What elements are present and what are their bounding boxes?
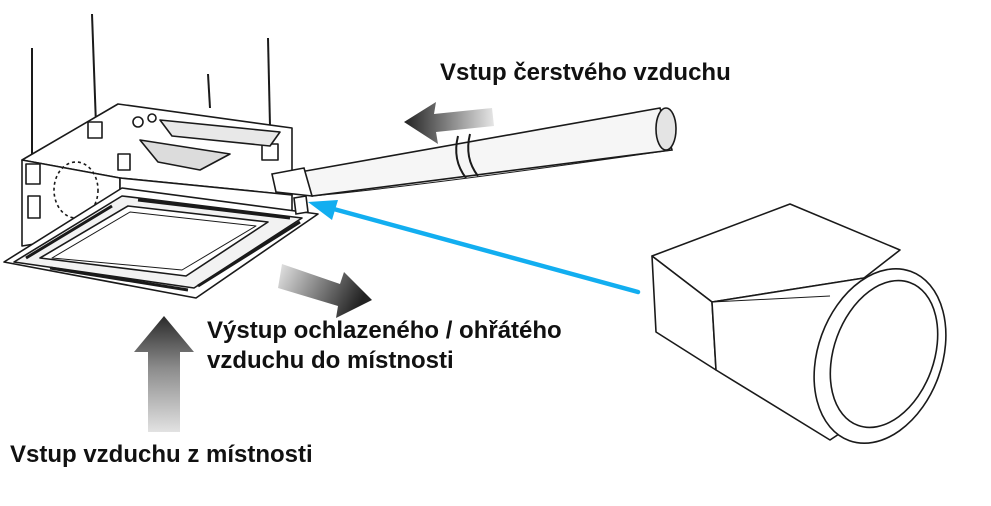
fresh-air-inlet-label: Vstup čerstvého vzduchu	[440, 59, 731, 86]
cassette-unit	[3, 103, 319, 299]
duct-adapter	[651, 203, 947, 444]
fresh-air-arrow-icon	[404, 102, 494, 144]
room-air-inlet-arrow-icon	[134, 316, 194, 432]
fresh-air-duct	[271, 107, 677, 215]
room-air-inlet-label: Vstup vzduchu z místnosti	[10, 441, 313, 468]
air-outlet-label-line-2: vzduchu do místnosti	[207, 347, 454, 374]
adapter-pointer-arrow-icon	[308, 200, 641, 295]
air-outlet-label: Výstup ochlazeného / ohřátého vzduchu do…	[207, 316, 562, 376]
air-outlet-label-line-1: Výstup ochlazeného / ohřátého	[207, 317, 562, 344]
outlet-air-arrow-icon	[278, 264, 372, 318]
hanging-rods	[31, 13, 271, 162]
